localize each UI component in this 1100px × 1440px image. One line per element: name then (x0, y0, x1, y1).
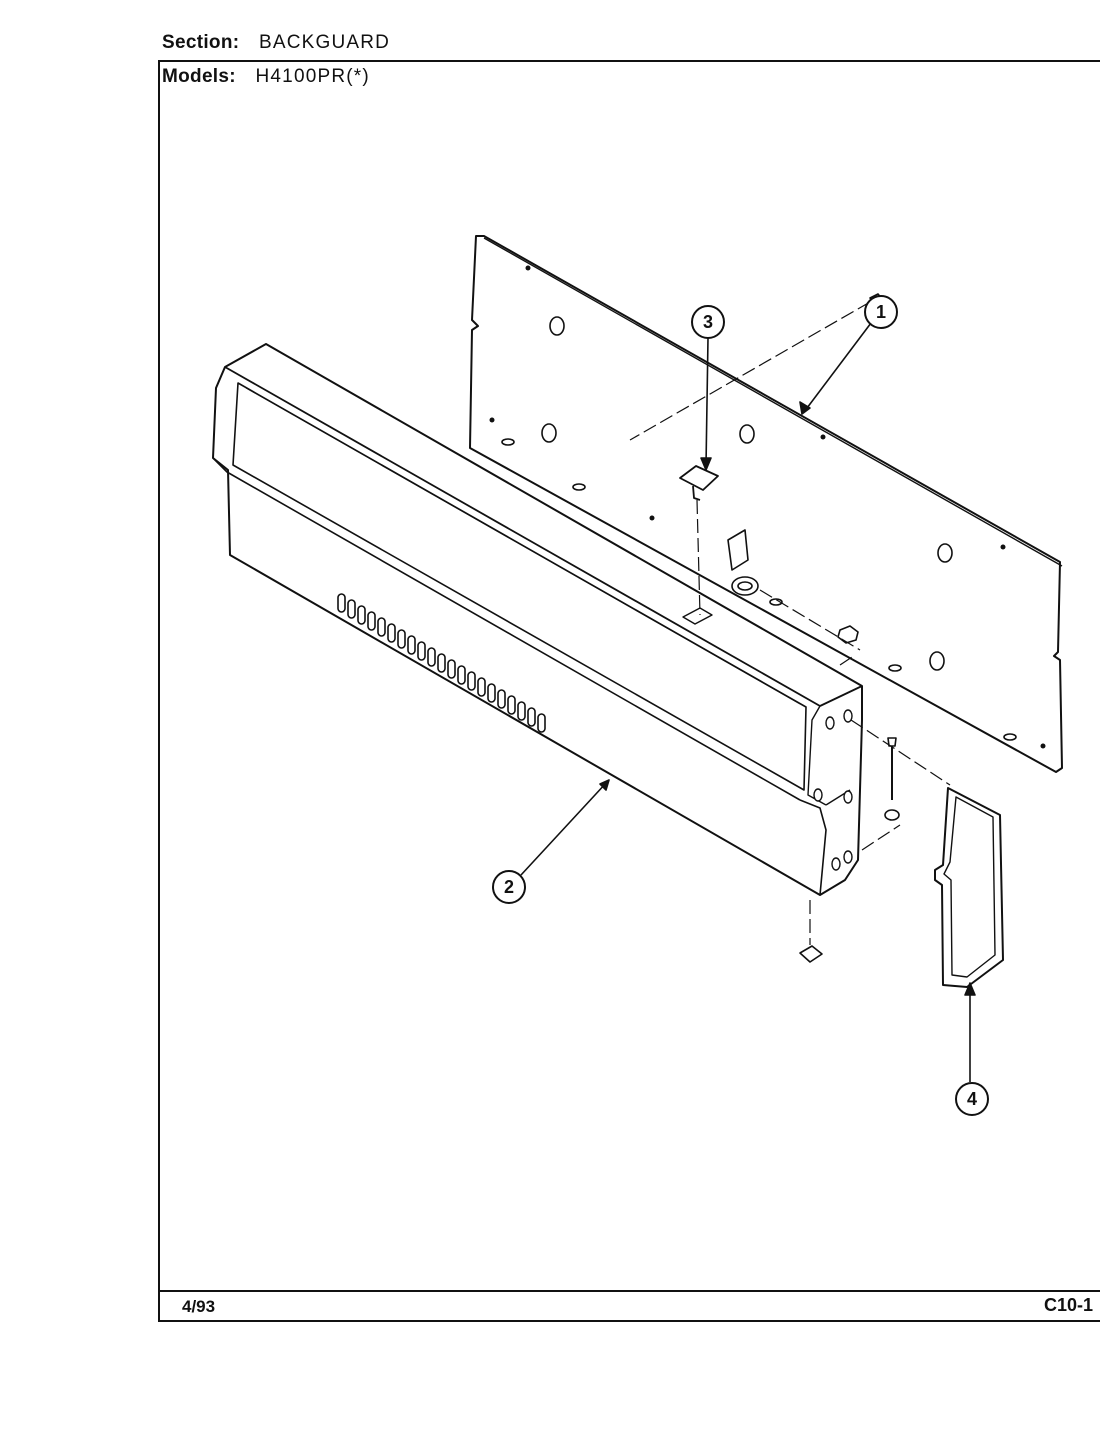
models-value: H4100PR(*) (255, 66, 370, 87)
models-heading: Models: H4100PR(*) (162, 66, 370, 88)
models-label: Models: (162, 66, 236, 87)
section-heading: Section: BACKGUARD (162, 32, 390, 54)
leader-lines (520, 322, 976, 1082)
clip-part (679, 465, 719, 501)
diagram-frame (158, 60, 1100, 1322)
section-value: BACKGUARD (258, 32, 391, 53)
footer-rule (158, 1290, 1100, 1292)
section-label: Section: (162, 32, 240, 53)
callout-circles (492, 295, 989, 1116)
callout-label-1: 1 (876, 302, 886, 322)
assembly-lines (629, 301, 951, 945)
callout-label-3: 3 (703, 312, 713, 332)
callout-label-4: 4 (967, 1089, 977, 1109)
footer-date: 4/93 (182, 1297, 216, 1316)
rear-panel-part (469, 235, 1063, 773)
callout-label-2: 2 (504, 877, 514, 897)
end-cap-part (934, 787, 1004, 988)
hardware-parts (727, 293, 900, 963)
backguard-housing-part (212, 343, 863, 896)
footer-page-code: C10-1 (1044, 1295, 1094, 1315)
